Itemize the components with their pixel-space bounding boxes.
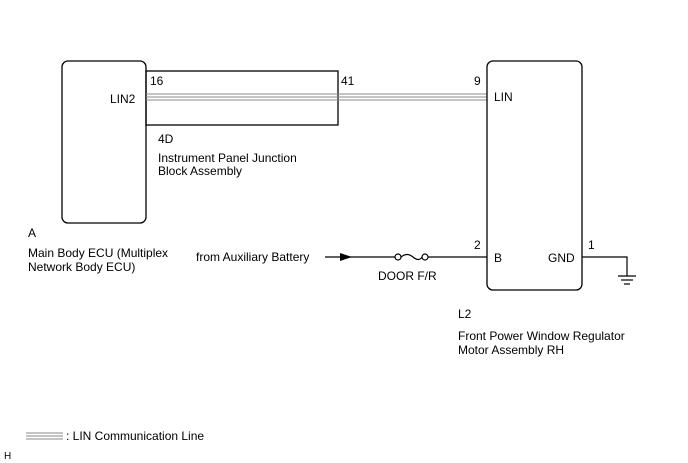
window-motor-box	[486, 60, 583, 291]
junction-block-box	[145, 70, 339, 126]
pin-lin-label: LIN	[494, 90, 513, 104]
pin-16: 16	[150, 74, 164, 88]
junction-block-name-2: Block Assembly	[158, 164, 242, 178]
pin-gnd-label: GND	[548, 251, 575, 265]
main-ecu-name-1: Main Body ECU (Multiplex	[28, 246, 168, 260]
legend-label: : LIN Communication Line	[66, 429, 204, 443]
ground-icon	[618, 275, 636, 285]
connector-l2: L2	[458, 307, 472, 321]
pin-2: 2	[474, 238, 481, 252]
main-body-ecu-box	[61, 60, 147, 224]
pin-1: 1	[588, 238, 595, 252]
window-motor-name-1: Front Power Window Regulator	[458, 329, 625, 343]
junction-block-name-1: Instrument Panel Junction	[158, 151, 297, 165]
power-source-label: from Auxiliary Battery	[196, 250, 309, 264]
fuse-icon	[394, 253, 429, 261]
fuse-label: DOOR F/R	[378, 269, 437, 283]
footer-mark: H	[4, 451, 11, 462]
main-ecu-name-2: Network Body ECU)	[28, 260, 135, 274]
pin-9: 9	[474, 74, 481, 88]
legend-line-icon	[26, 432, 63, 440]
connector-4d: 4D	[158, 132, 174, 146]
pin-b-label: B	[494, 251, 502, 265]
window-motor-name-2: Motor Assembly RH	[458, 343, 564, 357]
lin-communication-line	[146, 93, 487, 101]
pin-41: 41	[341, 74, 355, 88]
ground-wire	[582, 256, 628, 276]
pin-lin2-label: LIN2	[110, 92, 136, 106]
arrow-icon	[340, 253, 352, 261]
connector-a: A	[28, 226, 36, 240]
